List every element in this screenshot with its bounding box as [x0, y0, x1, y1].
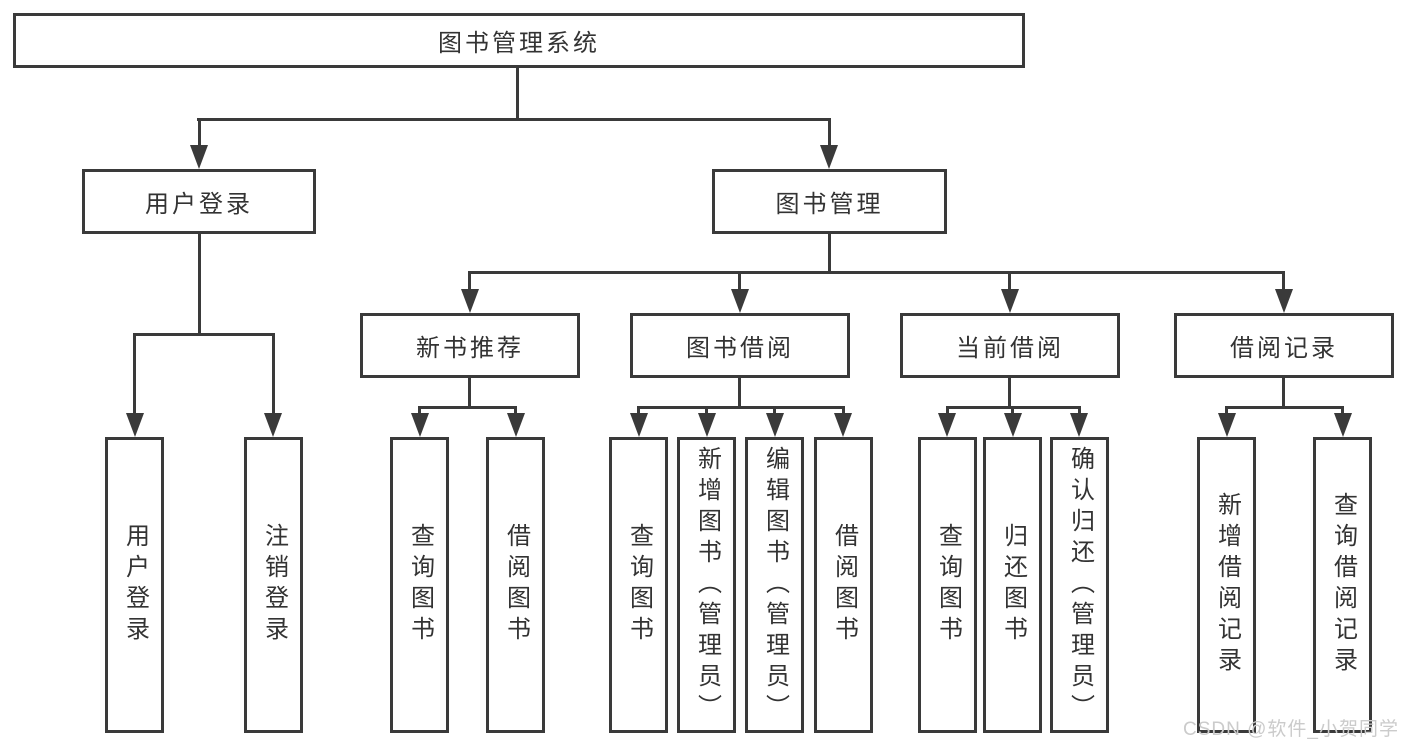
- connector-line: [1008, 378, 1011, 409]
- connector-line: [198, 118, 201, 149]
- connector-line: [1225, 406, 1344, 409]
- node-root-label: 图书管理系统: [438, 30, 600, 57]
- connector-line: [946, 406, 949, 416]
- leaf-borrow-books: 借阅图书: [814, 437, 873, 733]
- connector-line: [1011, 406, 1014, 416]
- connector-line: [637, 406, 845, 409]
- node-new-book-recommend-label: 新书推荐: [416, 335, 524, 362]
- node-user-login-label: 用户登录: [145, 191, 253, 218]
- connector-line: [133, 333, 136, 415]
- connector-line: [514, 406, 517, 416]
- connector-line: [705, 406, 708, 416]
- leaf-recommend-query-books-label: 查询图书: [406, 523, 434, 647]
- leaf-borrow-books-label: 借阅图书: [830, 523, 858, 647]
- connector-line: [198, 234, 201, 335]
- arrowhead-icon: [264, 413, 282, 437]
- arrowhead-icon: [1275, 289, 1293, 313]
- leaf-recommend-borrow-books: 借阅图书: [486, 437, 545, 733]
- node-user-login: 用户登录: [82, 169, 316, 234]
- leaf-current-query-books: 查询图书: [918, 437, 977, 733]
- arrowhead-icon: [126, 413, 144, 437]
- leaf-add-books-admin: 新增图书（管理员）: [677, 437, 736, 733]
- leaf-logout-label: 注销登录: [260, 523, 288, 647]
- connector-line: [738, 271, 741, 293]
- leaf-confirm-return-admin-label: 确认归还（管理员）: [1066, 445, 1094, 725]
- leaf-borrow-query-books-label: 查询图书: [625, 523, 653, 647]
- connector-line: [516, 67, 519, 118]
- connector-line: [1008, 271, 1011, 293]
- leaf-user-login: 用户登录: [105, 437, 164, 733]
- csdn-watermark: CSDN @软件_小贺同学: [1183, 719, 1399, 740]
- connector-line: [1282, 378, 1285, 409]
- connector-line: [738, 378, 741, 409]
- node-borrow-records: 借阅记录: [1174, 313, 1394, 378]
- connector-line: [418, 406, 421, 416]
- arrowhead-icon: [938, 413, 956, 437]
- node-book-management: 图书管理: [712, 169, 947, 234]
- leaf-confirm-return-admin: 确认归还（管理员）: [1050, 437, 1109, 733]
- node-root: 图书管理系统: [13, 13, 1025, 68]
- connector-line: [1282, 271, 1285, 293]
- arrowhead-icon: [630, 413, 648, 437]
- connector-line: [418, 406, 517, 409]
- connector-line: [842, 406, 845, 416]
- node-borrow-records-label: 借阅记录: [1230, 335, 1338, 362]
- leaf-current-query-books-label: 查询图书: [934, 523, 962, 647]
- leaf-return-books-label: 归还图书: [999, 523, 1027, 647]
- arrowhead-icon: [1218, 413, 1236, 437]
- connector-line: [468, 378, 471, 409]
- connector-line: [468, 271, 471, 293]
- leaf-user-login-label: 用户登录: [121, 523, 149, 647]
- arrowhead-icon: [411, 413, 429, 437]
- leaf-query-borrow-record: 查询借阅记录: [1313, 437, 1372, 733]
- connector-line: [272, 333, 275, 415]
- leaf-add-borrow-record-label: 新增借阅记录: [1213, 492, 1241, 678]
- leaf-recommend-borrow-books-label: 借阅图书: [502, 523, 530, 647]
- node-book-borrow: 图书借阅: [630, 313, 850, 378]
- connector-line: [133, 333, 275, 336]
- arrowhead-icon: [190, 145, 208, 169]
- leaf-recommend-query-books: 查询图书: [390, 437, 449, 733]
- node-book-management-label: 图书管理: [775, 191, 884, 218]
- connector-line: [1341, 406, 1344, 416]
- arrowhead-icon: [766, 413, 784, 437]
- leaf-borrow-query-books: 查询图书: [609, 437, 668, 733]
- leaf-add-borrow-record: 新增借阅记录: [1197, 437, 1256, 733]
- connector-line: [468, 271, 1285, 274]
- connector-line: [197, 118, 831, 121]
- arrowhead-icon: [834, 413, 852, 437]
- node-current-borrow-label: 当前借阅: [956, 335, 1064, 362]
- arrowhead-icon: [698, 413, 716, 437]
- connector-line: [637, 406, 640, 416]
- leaf-return-books: 归还图书: [983, 437, 1042, 733]
- node-new-book-recommend: 新书推荐: [360, 313, 580, 378]
- arrowhead-icon: [1001, 289, 1019, 313]
- leaf-add-books-admin-label: 新增图书（管理员）: [693, 445, 721, 725]
- connector-line: [1225, 406, 1228, 416]
- connector-line: [1078, 406, 1081, 416]
- node-book-borrow-label: 图书借阅: [686, 335, 794, 362]
- arrowhead-icon: [1070, 413, 1088, 437]
- node-current-borrow: 当前借阅: [900, 313, 1120, 378]
- leaf-query-borrow-record-label: 查询借阅记录: [1329, 492, 1357, 678]
- leaf-logout: 注销登录: [244, 437, 303, 733]
- arrowhead-icon: [820, 145, 838, 169]
- arrowhead-icon: [461, 289, 479, 313]
- arrowhead-icon: [1004, 413, 1022, 437]
- connector-line: [828, 118, 831, 149]
- leaf-edit-books-admin-label: 编辑图书（管理员）: [761, 445, 789, 725]
- arrowhead-icon: [507, 413, 525, 437]
- connector-line: [828, 234, 831, 273]
- leaf-edit-books-admin: 编辑图书（管理员）: [745, 437, 804, 733]
- arrowhead-icon: [731, 289, 749, 313]
- connector-line: [773, 406, 776, 416]
- arrowhead-icon: [1334, 413, 1352, 437]
